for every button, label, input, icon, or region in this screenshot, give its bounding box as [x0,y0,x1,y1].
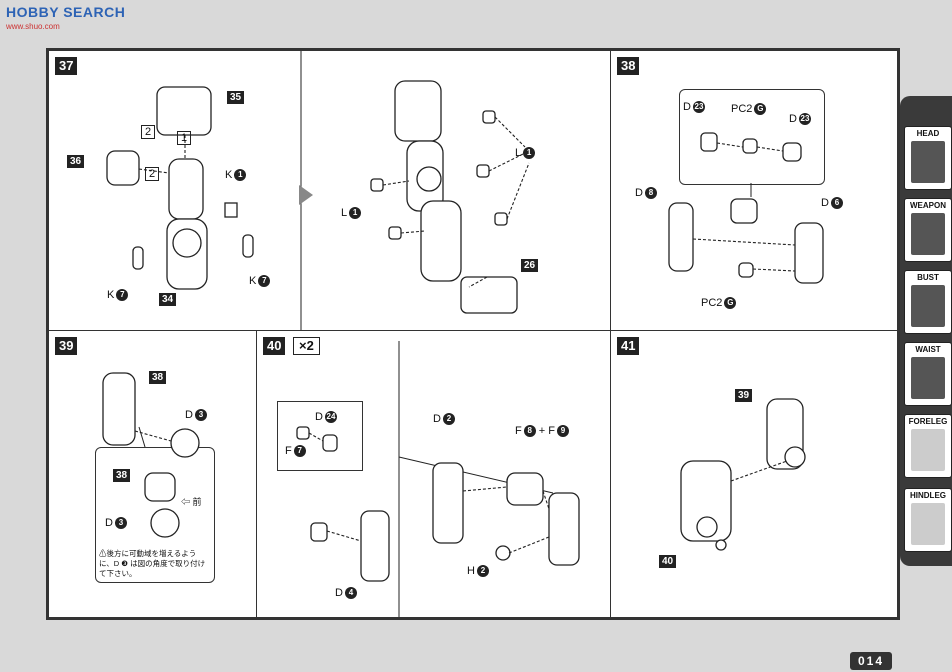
tab-bust[interactable]: BUST [904,270,952,334]
orientation-note: ⚠後方に可動域を増えるように、D ❸ は図の角度で取り付けて下さい。 [99,549,206,578]
tab-head-label: HEAD [916,129,940,138]
tab-hindleg-label: HINDLEG [910,491,946,500]
watermark-logo: HOBBY SEARCH [6,4,126,20]
hindleg-thumbnail-icon [911,503,945,545]
tab-weapon-label: WEAPON [910,201,946,210]
tab-hindleg[interactable]: HINDLEG [904,488,952,552]
step-41-number: 41 [617,337,640,355]
section-tabs: HEAD WEAPON BUST WAIST FORELEG HINDLEG [900,96,952,566]
tab-head[interactable]: HEAD [904,126,952,190]
step-41-illustration [680,398,806,551]
tab-foreleg[interactable]: FORELEG [904,414,952,478]
part-34-label: 34 [159,293,177,306]
part-39-label: 39 [735,389,753,402]
instruction-board: 37 [46,48,900,620]
step-38-number: 38 [617,57,640,75]
tab-foreleg-label: FORELEG [908,417,948,426]
head-thumbnail-icon [911,141,945,183]
bust-thumbnail-icon [911,285,945,327]
step-38-illustration [668,132,824,284]
step-39-number: 39 [55,337,78,355]
part-35-label: 35 [227,91,245,104]
step-41-panel: 41 39 40 [610,330,898,618]
step-37-panel: 37 [48,50,612,332]
sequence-2-side: 2 [145,167,160,181]
step-39-illustration [102,372,200,538]
sequence-2-top: 2 [141,125,156,139]
step-40-number: 40 [263,337,286,355]
step-40-illustration [296,341,580,617]
part-26-label: 26 [521,259,539,272]
front-direction: ⇦ 前 [181,497,202,507]
tab-bust-label: BUST [917,273,939,282]
multiplier-badge: ×2 [293,337,320,355]
inset-part-38-label: 38 [113,469,131,482]
step-37-illustration [106,51,530,331]
tab-weapon[interactable]: WEAPON [904,198,952,262]
tab-waist-label: WAIST [915,345,941,354]
foreleg-thumbnail-icon [911,429,945,471]
part-40-label: 40 [659,555,677,568]
part-38-label: 38 [149,371,167,384]
watermark-url: www.shuo.com [6,22,60,31]
page-number: 014 [849,652,892,670]
part-36-label: 36 [67,155,85,168]
step-37-number: 37 [55,57,78,75]
step-40-inset [277,401,363,471]
waist-thumbnail-icon [911,357,945,399]
weapon-thumbnail-icon [911,213,945,255]
sequence-1: 1 [177,131,192,145]
tab-waist[interactable]: WAIST [904,342,952,406]
